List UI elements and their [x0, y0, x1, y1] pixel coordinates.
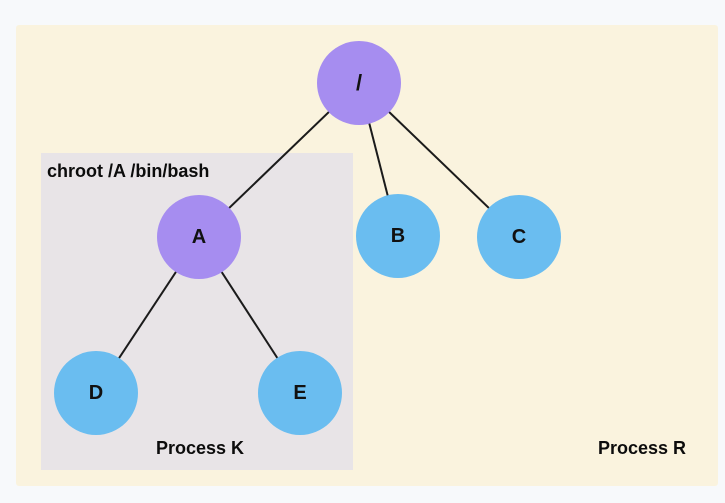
process-k-label: Process K [155, 438, 245, 458]
chroot-command-label: chroot /A /bin/bash [47, 161, 210, 181]
node-root-label: / [355, 70, 363, 95]
node-a-label: A [191, 225, 207, 248]
node-c-label: C [511, 225, 527, 248]
node-d-label: D [88, 381, 104, 404]
node-root: / [317, 41, 401, 125]
node-c: C [477, 195, 561, 279]
node-e: E [258, 351, 342, 435]
node-e-label: E [293, 381, 307, 404]
node-a: A [157, 195, 241, 279]
process-r-label: Process R [597, 438, 687, 458]
node-b-label: B [390, 224, 406, 247]
diagram-canvas: / A B C D E chroot /A /bin/bash Process … [16, 25, 718, 486]
node-b: B [356, 194, 440, 278]
node-d: D [54, 351, 138, 435]
